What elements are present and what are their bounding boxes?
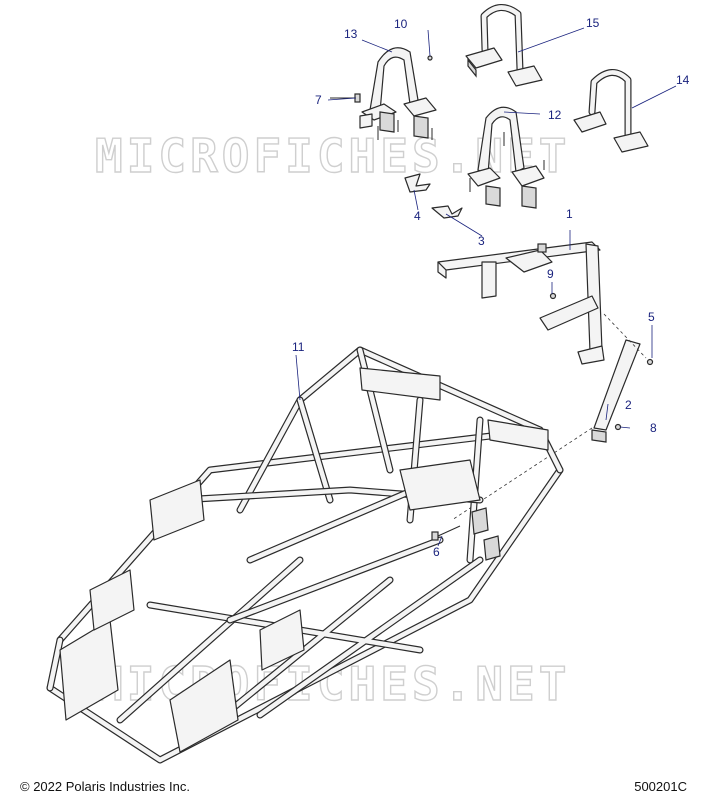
part-1-frame-section	[437, 241, 605, 365]
watermark-top: MICROFICHES.NET	[95, 129, 570, 183]
callout-11: 11	[292, 340, 305, 354]
callout-7: 7	[315, 93, 322, 107]
nut-5	[646, 358, 654, 366]
callout-4: 4	[414, 209, 421, 223]
part-11-chassis-frame	[46, 346, 564, 764]
nut-10	[427, 55, 433, 61]
callout-9: 9	[547, 267, 554, 281]
part-12-hoop-bracket	[467, 106, 545, 209]
callout-2: 2	[625, 398, 632, 412]
part-3-bracket	[431, 205, 463, 219]
part-2-frame-tube	[591, 339, 641, 443]
callout-12: 12	[548, 108, 562, 122]
nut-9	[549, 292, 557, 300]
callout-5: 5	[648, 310, 655, 324]
callout-14: 14	[676, 73, 690, 87]
callout-10: 10	[394, 17, 408, 31]
callout-3: 3	[478, 234, 485, 248]
callout-leaders	[295, 27, 677, 547]
callout-13: 13	[344, 27, 358, 41]
part-13-hoop-bracket	[359, 47, 437, 139]
callout-1: 1	[566, 207, 573, 221]
part-4-bracket	[404, 173, 431, 193]
nut-8	[614, 423, 622, 431]
copyright-text: © 2022 Polaris Industries Inc.	[20, 779, 190, 794]
figure-id: 500201C	[634, 779, 687, 794]
part-15-hoop	[465, 4, 543, 87]
callout-8: 8	[650, 421, 657, 435]
part-14-hoop	[573, 69, 649, 153]
callout-6: 6	[433, 545, 440, 559]
callout-15: 15	[586, 16, 600, 30]
bolt-6	[431, 525, 461, 541]
